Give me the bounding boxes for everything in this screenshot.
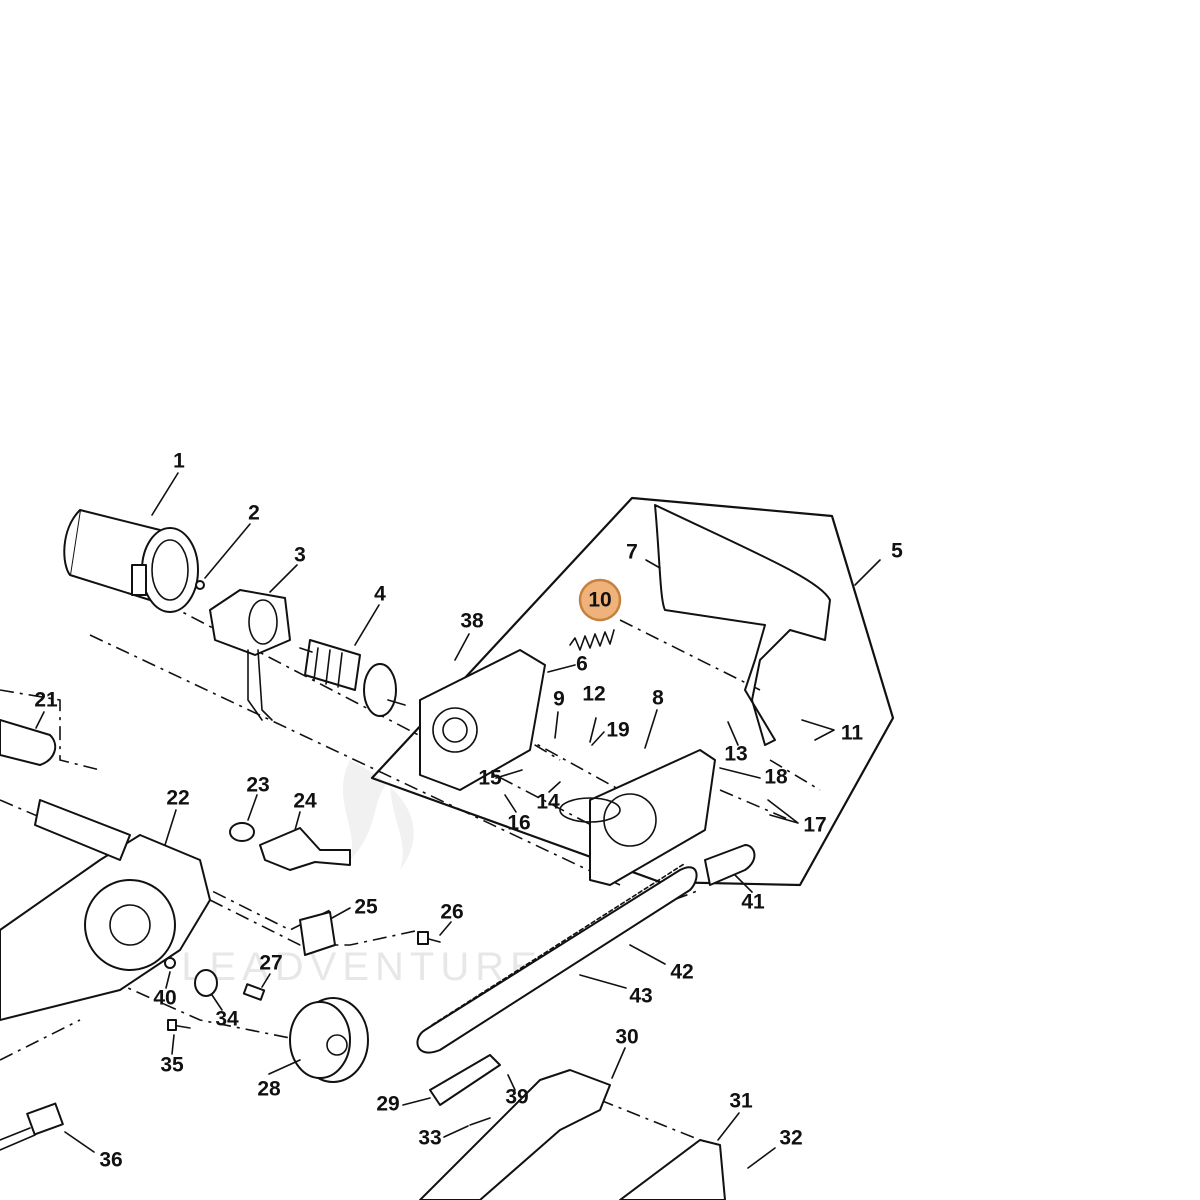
gear-plate [559, 749, 716, 886]
small-screw [195, 580, 205, 590]
guide-bar [416, 863, 698, 1054]
callout-30: 30 [615, 1026, 638, 1049]
callout-3: 3 [294, 544, 306, 567]
main-plate [419, 649, 546, 791]
callout-10-highlight[interactable] [578, 578, 622, 622]
callout-17: 17 [803, 814, 826, 837]
callout-2: 2 [248, 502, 260, 525]
sprocket [289, 997, 369, 1083]
callout-13: 13 [724, 743, 747, 766]
callout-34: 34 [215, 1008, 239, 1031]
callout-41: 41 [741, 891, 765, 914]
callout-28: 28 [257, 1078, 281, 1101]
callout-39: 39 [505, 1086, 528, 1109]
watermark: LEADVENTURE [181, 760, 543, 989]
callout-33: 33 [418, 1127, 441, 1150]
small-fasteners [164, 931, 441, 1031]
lower-frame [419, 1069, 611, 1200]
callout-16: 16 [507, 812, 530, 835]
callout-43: 43 [629, 985, 652, 1008]
callout-26: 26 [440, 901, 463, 924]
callout-19: 19 [606, 719, 629, 742]
spring [569, 629, 615, 651]
handle [654, 504, 831, 746]
callout-21: 21 [34, 689, 58, 712]
bolt [469, 1117, 491, 1126]
motor-housing [63, 509, 199, 613]
chassis [0, 799, 211, 1021]
callout-4: 4 [374, 583, 386, 606]
callout-labels: 1 2 3 4 5 6 7 8 9 10 11 12 13 14 15 16 1… [34, 450, 903, 1172]
callout-25: 25 [354, 896, 378, 919]
armature [299, 639, 406, 717]
callout-10[interactable]: 10 [588, 589, 611, 612]
callout-5: 5 [891, 540, 903, 563]
callout-35: 35 [160, 1054, 184, 1077]
callout-12: 12 [582, 683, 605, 706]
callout-31: 31 [729, 1090, 753, 1113]
callout-38: 38 [460, 610, 484, 633]
leader-lines [35, 472, 881, 1169]
rear-frame [619, 1139, 726, 1200]
field-coil [209, 589, 291, 721]
cap [229, 822, 255, 842]
switch [0, 1102, 64, 1151]
callout-1: 1 [173, 450, 185, 473]
callout-9: 9 [553, 688, 565, 711]
callout-14: 14 [536, 791, 560, 814]
callout-27: 27 [259, 952, 282, 975]
grip [0, 719, 57, 766]
callout-8: 8 [652, 687, 664, 710]
callout-15: 15 [478, 767, 502, 790]
callout-42: 42 [670, 961, 693, 984]
bracket [299, 911, 336, 956]
callout-36: 36 [99, 1149, 122, 1172]
callout-22: 22 [166, 787, 189, 810]
callout-18: 18 [764, 766, 788, 789]
callout-40: 40 [153, 987, 176, 1010]
callout-23: 23 [246, 774, 269, 797]
callout-11: 11 [841, 722, 864, 745]
callout-24: 24 [293, 790, 317, 813]
callout-29: 29 [376, 1093, 399, 1116]
watermark-text: LEADVENTURE [181, 945, 543, 989]
callout-6: 6 [576, 653, 588, 676]
callout-32: 32 [779, 1127, 802, 1150]
tensioner [704, 844, 756, 886]
callout-7: 7 [626, 541, 638, 564]
lever [259, 827, 351, 871]
side-plate [429, 1054, 501, 1106]
